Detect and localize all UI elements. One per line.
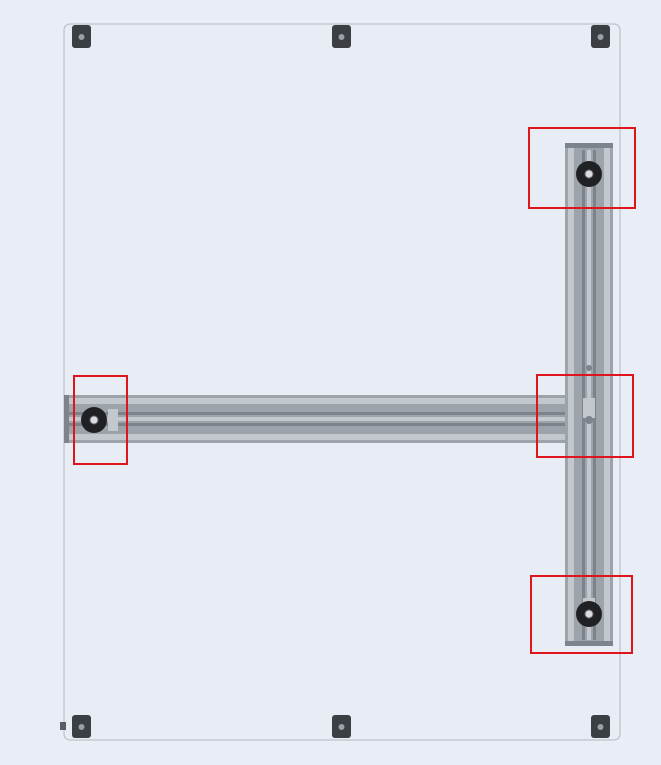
plate-foot-top-center	[332, 25, 351, 48]
horizontal-profile-slot-bottom	[66, 423, 566, 426]
knob-upper-right	[576, 161, 602, 187]
plate-foot-top-left	[72, 25, 91, 48]
knob-lower-right	[576, 601, 602, 627]
plate-pin	[60, 722, 66, 730]
knob-left-screw	[89, 415, 99, 425]
horizontal-profile-edge-top	[66, 398, 566, 404]
plate-foot-top-center-screw	[338, 34, 345, 40]
highlight-box-upper-right-knob	[528, 127, 636, 209]
horizontal-profile-slot-center	[66, 417, 566, 421]
plate-foot-bottom-left	[72, 715, 91, 738]
vertical-profile	[565, 143, 613, 646]
plate-feet	[60, 25, 610, 738]
vertical-profile-slot-right	[593, 150, 596, 640]
plate-foot-top-right-screw	[597, 34, 604, 40]
knob-left	[81, 407, 107, 433]
vertical-profile-edge-left	[568, 143, 574, 646]
vertical-profile-slot-left	[582, 150, 585, 640]
vertical-profile-edge-right	[604, 143, 610, 646]
highlight-box-left-knob	[73, 375, 128, 465]
plate-foot-bottom-left-screw	[78, 724, 85, 730]
plate-foot-bottom-center	[332, 715, 351, 738]
highlight-box-center-joint	[536, 374, 634, 458]
plate-foot-top-left-screw	[78, 34, 85, 40]
knob-upper-right-screw	[584, 169, 594, 179]
highlight-boxes	[73, 127, 636, 654]
knob-lower-right-screw	[584, 609, 594, 619]
vertical-profile-top-cap	[565, 143, 613, 148]
horizontal-profile	[64, 395, 566, 443]
clamping-knobs	[81, 161, 602, 627]
highlight-box-lower-right-knob	[530, 575, 633, 654]
horizontal-profile-end-cap	[64, 395, 69, 443]
horizontal-profile-edge-bottom	[66, 434, 566, 440]
plate-foot-bottom-right-screw	[597, 724, 604, 730]
plate-foot-bottom-right	[591, 715, 610, 738]
plate-foot-bottom-center-screw	[338, 724, 345, 730]
vertical-profile-bottom-cap	[565, 641, 613, 646]
horizontal-profile-slider	[108, 409, 118, 431]
vertical-profile-hole	[586, 365, 592, 371]
joint-bolt	[585, 416, 593, 424]
mounting-plate	[63, 23, 621, 741]
plate-foot-top-right	[591, 25, 610, 48]
vertical-profile-slot-center	[587, 150, 591, 640]
horizontal-profile-slot-top	[66, 412, 566, 415]
joint-bracket	[583, 398, 595, 418]
